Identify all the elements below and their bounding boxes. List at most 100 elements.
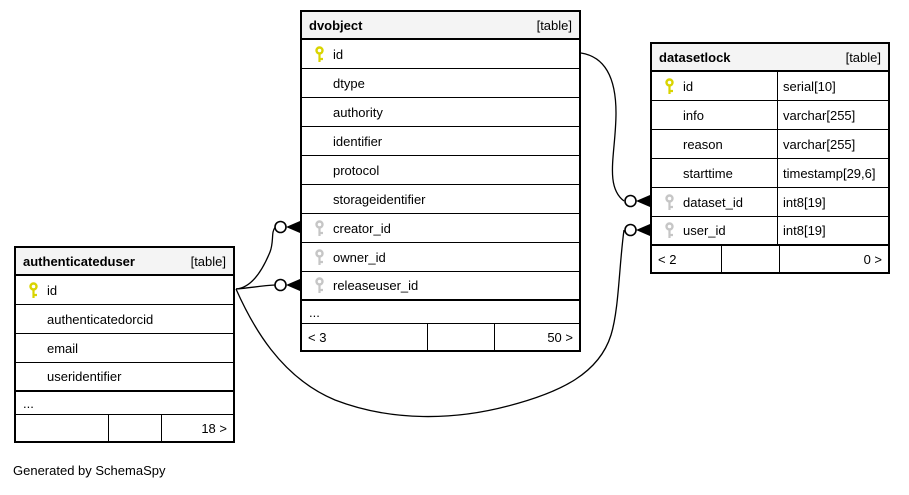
foreign-key-icon <box>659 193 679 211</box>
column-name-cell: reason <box>652 130 778 158</box>
column-row-dataset-id: dataset_id int8[19] <box>652 188 888 217</box>
table-datasetlock[interactable]: datasetlock [table] id serial[10] info v… <box>650 42 890 274</box>
column-type: timestamp[29,6] <box>783 165 876 181</box>
column-type: varchar[255] <box>783 136 856 152</box>
column-name-cell: starttime <box>652 159 778 187</box>
column-name: identifier <box>333 133 383 149</box>
crow-foot-arrow <box>286 221 300 233</box>
zero-cardinality-circle <box>274 220 287 234</box>
footer-children-cell: 50 > <box>495 324 579 350</box>
footer-parents-cell: < 3 <box>302 324 428 350</box>
footer-middle-cell <box>428 324 495 350</box>
children-count: 0 > <box>863 251 882 267</box>
column-name: authority <box>333 104 383 120</box>
zero-cardinality-circle <box>274 278 287 292</box>
relationship-authenticateduser-id-to-dvobject-releaseuser-id <box>235 278 300 292</box>
column-name-cell: user_id <box>652 217 778 244</box>
parents-count: < 2 <box>658 251 677 267</box>
column-name-cell: id <box>652 72 778 100</box>
table-footer: 18 > <box>16 415 233 441</box>
column-name: authenticatedorcid <box>47 311 154 327</box>
column-type: int8[19] <box>783 223 826 238</box>
crow-foot-arrow <box>636 224 650 236</box>
column-type: serial[10] <box>783 78 836 94</box>
column-row-id: id serial[10] <box>652 72 888 101</box>
table-footer: < 2 0 > <box>652 246 888 272</box>
column-row-storageidentifier: storageidentifier <box>302 185 579 214</box>
column-row-useridentifier: useridentifier <box>16 363 233 392</box>
column-name: id <box>47 282 58 298</box>
column-row-info: info varchar[255] <box>652 101 888 130</box>
primary-key-icon <box>659 77 679 95</box>
foreign-key-icon <box>309 219 329 237</box>
column-row-identifier: identifier <box>302 127 579 156</box>
column-row-starttime: starttime timestamp[29,6] <box>652 159 888 188</box>
table-dvobject[interactable]: dvobject [table] id dtype authority iden… <box>300 10 581 352</box>
column-name: releaseuser_id <box>333 278 419 293</box>
primary-key-icon <box>309 45 329 63</box>
column-name: id <box>333 46 344 62</box>
column-type: int8[19] <box>783 194 826 210</box>
column-row-id: id <box>16 276 233 305</box>
table-datasetlock-header[interactable]: datasetlock [table] <box>652 44 888 72</box>
column-name: creator_id <box>333 220 391 236</box>
column-name: starttime <box>683 165 733 181</box>
column-row-id: id <box>302 40 579 69</box>
zero-cardinality-circle <box>624 194 637 208</box>
column-row-authority: authority <box>302 98 579 127</box>
footer-parents-cell: < 2 <box>652 246 722 272</box>
children-count: 18 > <box>201 420 227 436</box>
column-name: id <box>683 78 694 94</box>
column-name-cell: info <box>652 101 778 129</box>
footer-children-cell: 18 > <box>162 415 233 441</box>
relationship-dvobject-id-to-datasetlock-dataset-id <box>580 52 650 208</box>
table-dvobject-header[interactable]: dvobject [table] <box>302 12 579 40</box>
table-authenticateduser[interactable]: authenticateduser [table] id authenticat… <box>14 246 235 443</box>
foreign-key-icon <box>309 277 329 294</box>
column-name: reason <box>683 136 723 152</box>
column-name: email <box>47 340 79 356</box>
table-name: dvobject <box>309 17 363 33</box>
table-name: authenticateduser <box>23 253 135 269</box>
table-type-badge: [table] <box>190 253 226 269</box>
column-name: dataset_id <box>683 194 743 210</box>
children-count: 50 > <box>547 329 573 345</box>
column-row-reason: reason varchar[255] <box>652 130 888 159</box>
column-row-releaseuser-id: releaseuser_id <box>302 272 579 301</box>
column-type: varchar[255] <box>783 107 856 123</box>
footer-middle-cell <box>109 415 162 441</box>
column-row-authenticatedorcid: authenticatedorcid <box>16 305 233 334</box>
crow-foot-arrow <box>636 195 650 207</box>
footer-middle-cell <box>722 246 780 272</box>
table-type-badge: [table] <box>536 17 572 33</box>
column-name: owner_id <box>333 249 386 265</box>
column-row-dtype: dtype <box>302 69 579 98</box>
table-footer: < 3 50 > <box>302 324 579 350</box>
generator-note: Generated by SchemaSpy <box>13 463 166 478</box>
column-name: protocol <box>333 162 380 178</box>
table-authenticateduser-header[interactable]: authenticateduser [table] <box>16 248 233 276</box>
column-row-user-id: user_id int8[19] <box>652 217 888 246</box>
column-name: user_id <box>683 223 726 238</box>
column-name: info <box>683 107 704 123</box>
foreign-key-icon <box>659 222 679 239</box>
table-name: datasetlock <box>659 49 731 65</box>
hidden-columns-ellipsis: ... <box>16 392 233 415</box>
column-row-owner-id: owner_id <box>302 243 579 272</box>
parents-count: < 3 <box>308 329 327 345</box>
column-name-cell: dataset_id <box>652 188 778 216</box>
zero-cardinality-circle <box>624 223 637 237</box>
column-row-creator-id: creator_id <box>302 214 579 243</box>
foreign-key-icon <box>309 248 329 266</box>
primary-key-icon <box>23 281 43 299</box>
hidden-columns-ellipsis: ... <box>302 301 579 324</box>
column-row-protocol: protocol <box>302 156 579 185</box>
relationship-authenticateduser-id-to-dvobject-creator-id <box>235 220 300 290</box>
footer-children-cell: 0 > <box>780 246 888 272</box>
column-row-email: email <box>16 334 233 363</box>
crow-foot-arrow <box>286 279 300 291</box>
column-name: useridentifier <box>47 369 122 384</box>
column-name: dtype <box>333 75 365 91</box>
table-type-badge: [table] <box>845 49 881 65</box>
footer-parents-cell <box>16 415 109 441</box>
